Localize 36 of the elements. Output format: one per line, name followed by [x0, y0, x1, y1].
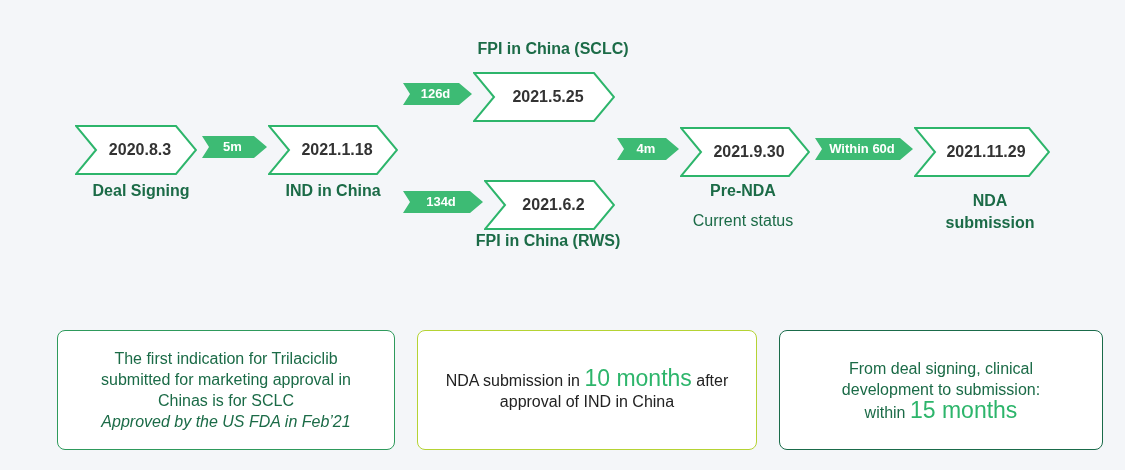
date-label: 2021.5.25: [511, 88, 584, 106]
chevron-box: [484, 180, 615, 230]
chevron-box: [473, 72, 615, 122]
date-label: 2021.6.2: [521, 196, 585, 214]
chevron-box: [268, 125, 398, 175]
card-text: From deal signing, clinical development to submission: within 15 months: [840, 358, 1042, 423]
chevron-arrow: [202, 136, 267, 158]
info-card: [417, 330, 757, 450]
edge-label: 4m: [635, 141, 657, 156]
chevron-arrow: [403, 83, 472, 105]
chevron-box: [914, 127, 1050, 177]
chevron-box: [75, 125, 197, 175]
chevron-arrow: [815, 138, 913, 160]
milestone-label: FPI in China (RWS): [474, 231, 622, 251]
chevron-arrow: [403, 191, 483, 213]
status-text: Current status: [691, 211, 795, 231]
date-label: 2021.11.29: [945, 143, 1026, 161]
milestone-label: FPI in China (SCLC): [476, 39, 630, 59]
edge-label: 5m: [222, 139, 243, 154]
card-text: NDA submission in 10 months after approval of IND in China: [444, 368, 730, 412]
edge-label: Within 60d: [828, 141, 896, 156]
info-card: [779, 330, 1103, 450]
chevron-box: [680, 127, 810, 177]
info-card: [57, 330, 395, 450]
edge-label: 134d: [425, 194, 457, 209]
chevron-arrow: [617, 138, 679, 160]
edge-label: 126d: [419, 86, 452, 101]
milestone-label: NDA submission: [944, 191, 1036, 233]
date-label: 2021.9.30: [712, 143, 785, 161]
milestone-label: Deal Signing: [91, 181, 191, 201]
date-label: 2020.8.3: [107, 141, 172, 159]
milestone-label: IND in China: [284, 181, 382, 201]
date-label: 2021.1.18: [300, 141, 373, 159]
card-text: Approved by the US FDA in Feb’21: [101, 412, 351, 432]
milestone-label: Pre-NDA: [709, 181, 777, 201]
card-text: The first indication for Trilaciclib submitted for marketing approval in Chinas is for SCLC: [100, 349, 352, 411]
